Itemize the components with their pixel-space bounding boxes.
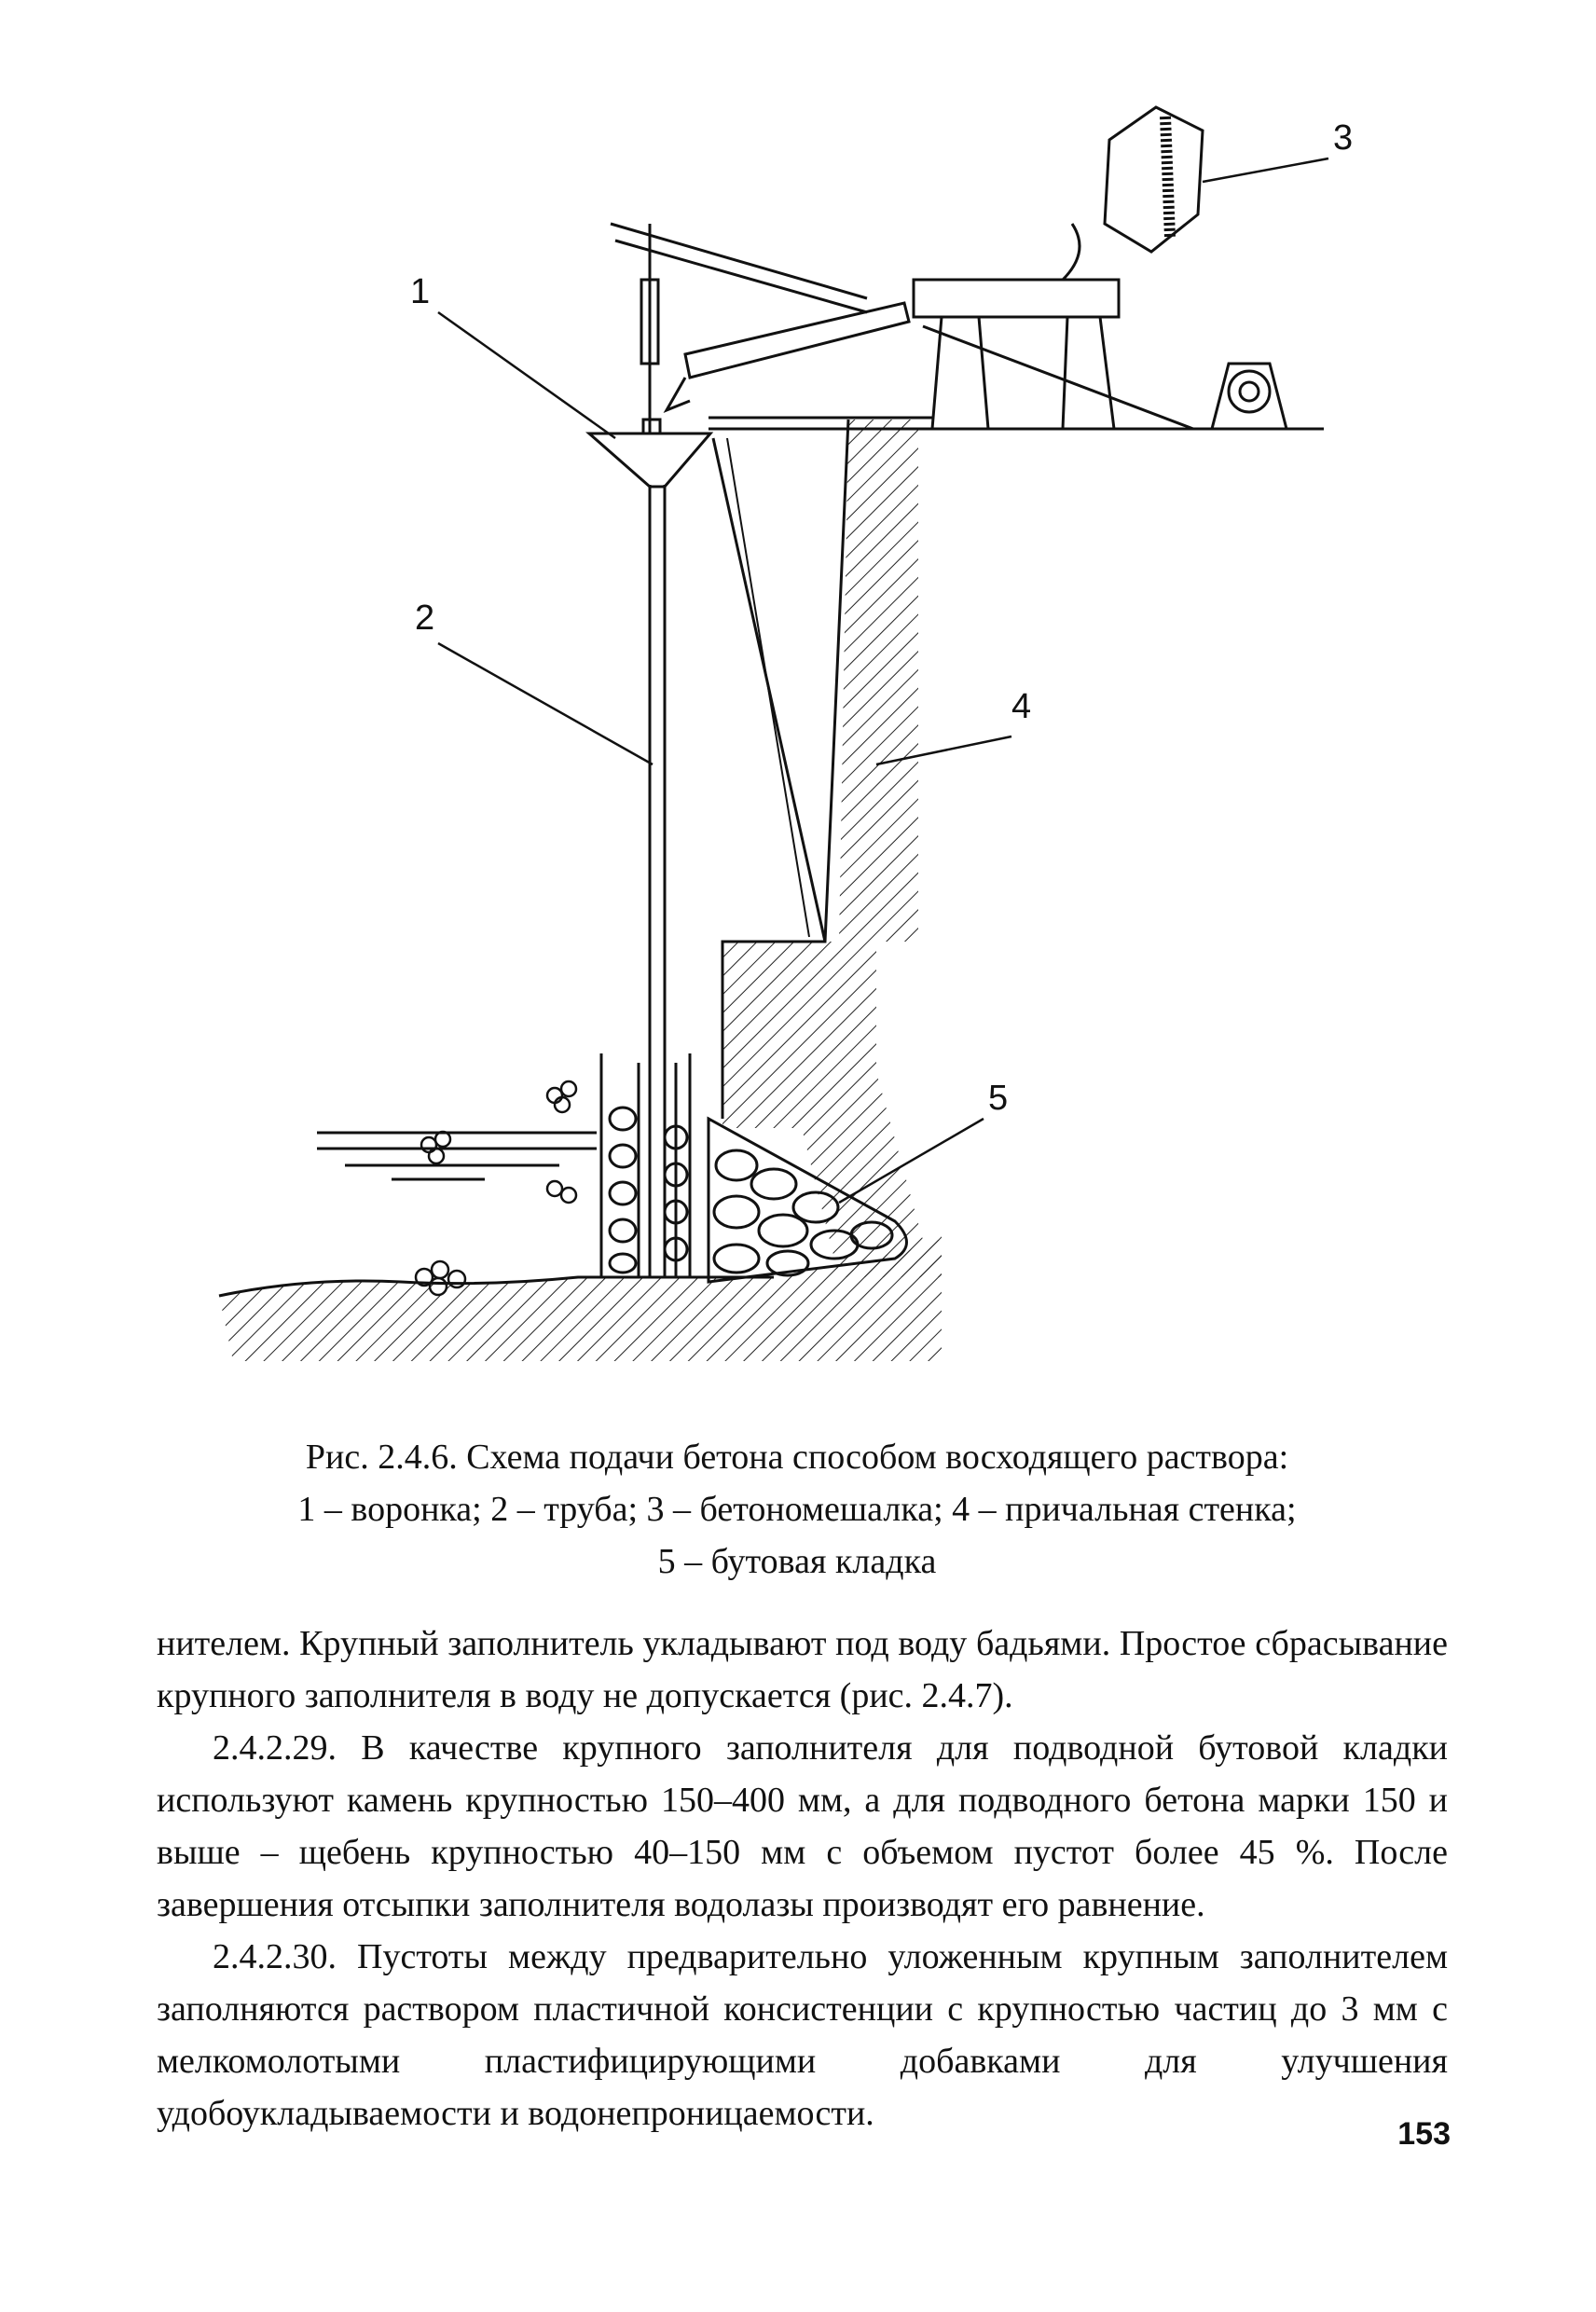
figure-caption: Рис. 2.4.6. Схема подачи бетона способом…	[149, 1431, 1445, 1588]
paragraph-2-4-2-30: 2.4.2.30. Пустоты между предварительно у…	[157, 1937, 1448, 2133]
rubble-masonry	[707, 1116, 908, 1284]
caption-line-3: 5 – бутовая кладка	[657, 1542, 937, 1581]
funnel	[585, 224, 714, 489]
callouts: 1 2 3 4 5	[410, 118, 1353, 1118]
leader-lines	[437, 157, 1329, 1204]
body-text: нителем. Крупный заполнитель укладывают …	[157, 1617, 1448, 2140]
platform	[709, 278, 1324, 431]
paragraph-2-4-2-29: 2.4.2.29. В качестве крупного заполнител…	[157, 1728, 1448, 1924]
page-number: 153	[1397, 2116, 1451, 2152]
water-level	[317, 1131, 597, 1181]
mixer-drum	[1061, 105, 1204, 282]
quay-wall	[711, 419, 942, 1277]
ground	[218, 1231, 942, 1361]
paragraph-continuation: нителем. Крупный заполнитель укладывают …	[157, 1624, 1448, 1715]
callout-5: 5	[988, 1079, 1008, 1118]
callout-3: 3	[1333, 118, 1353, 158]
pipe	[637, 485, 678, 1277]
caption-line-1: Рис. 2.4.6. Схема подачи бетона способом…	[305, 1438, 1289, 1477]
callout-1: 1	[410, 272, 430, 311]
caption-line-2: 1 – воронка; 2 – труба; 3 – бетономешалк…	[297, 1490, 1297, 1529]
stone-clusters	[414, 1080, 578, 1297]
callout-2: 2	[415, 599, 434, 638]
chute	[610, 222, 911, 413]
callout-4: 4	[1011, 687, 1031, 726]
figure-concrete-feed-scheme: 1 2 3 4 5	[218, 105, 1353, 1361]
